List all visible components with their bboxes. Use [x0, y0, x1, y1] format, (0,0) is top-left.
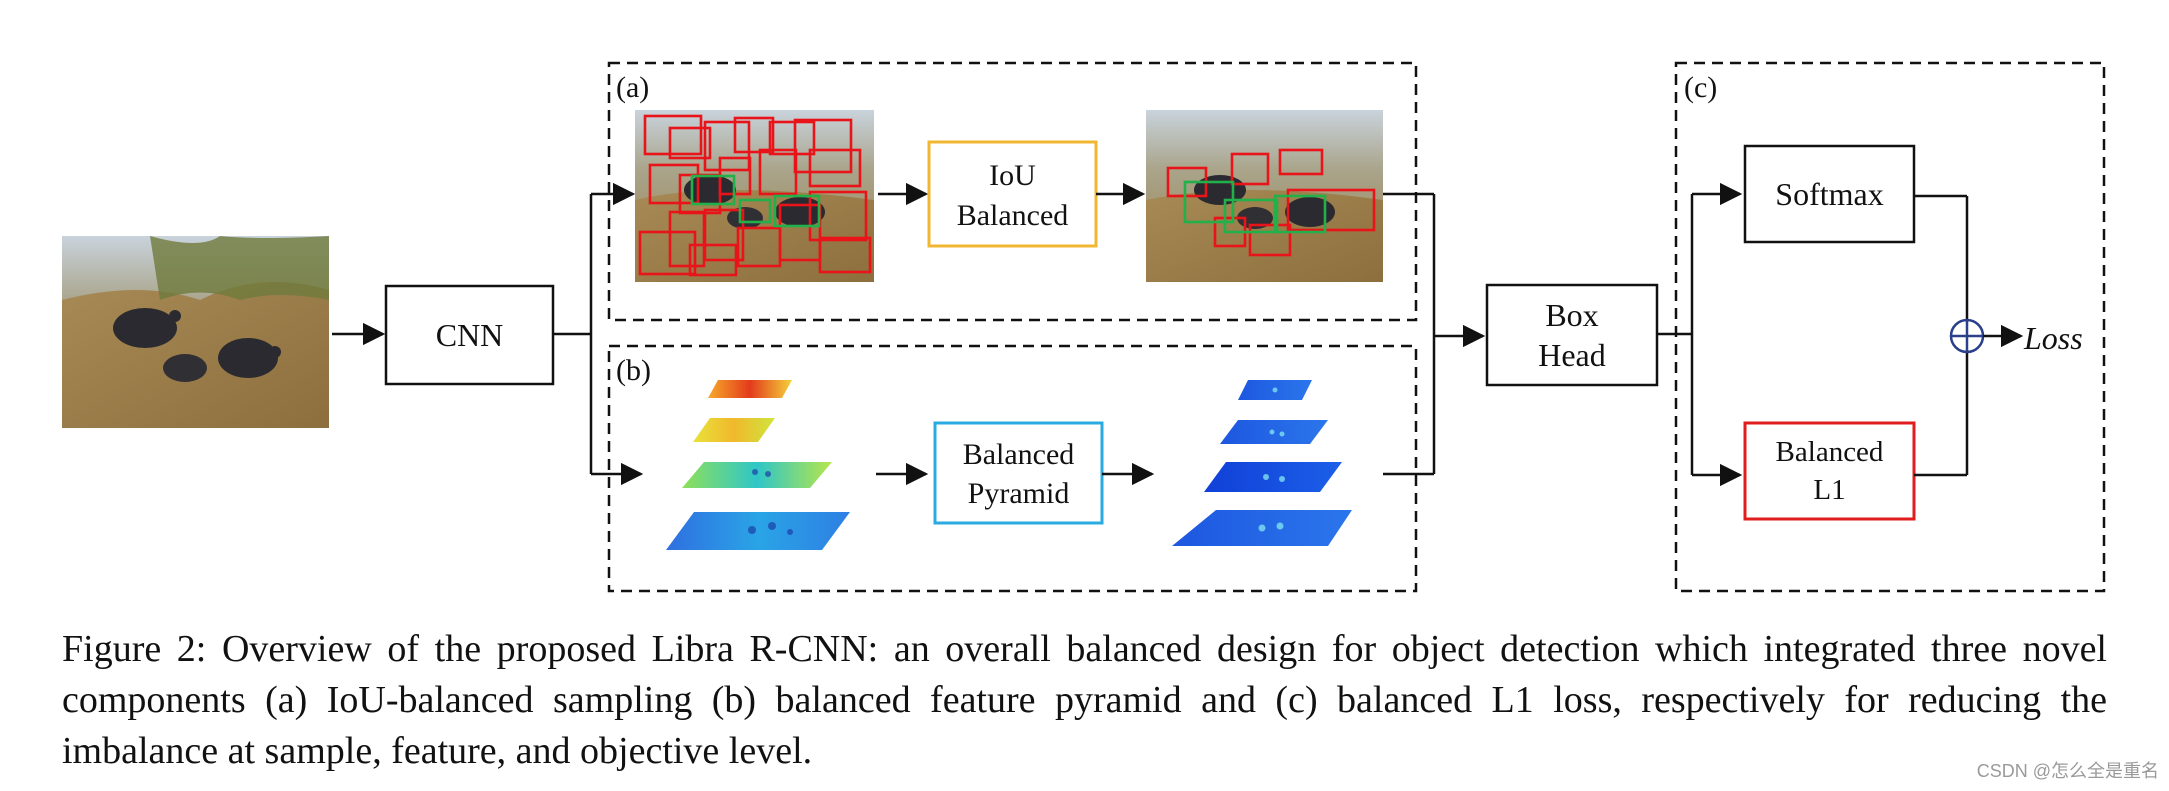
panel-a: (a)	[607, 61, 1418, 322]
iou-label-line1: IoU	[989, 159, 1036, 192]
loss-label: Loss	[2023, 320, 2083, 356]
iou-label-line2: Balanced	[957, 199, 1069, 232]
boxhead-split-connector	[1657, 182, 1743, 487]
l1-label-line2: L1	[1813, 474, 1845, 506]
sum-symbol-icon	[1949, 318, 1985, 354]
cnn-box: CNN	[384, 284, 555, 386]
figure-caption: Figure 2: Overview of the proposed Libra…	[62, 628, 2107, 772]
merge-connector	[1383, 192, 1486, 476]
loss-merge-connector	[1914, 194, 1969, 477]
input-image	[62, 236, 329, 428]
pyramid-label-line2: Pyramid	[968, 477, 1070, 510]
panel-c: (c) Softmax Balanced L1 Loss	[1674, 61, 2106, 593]
architecture-diagram: CNN (a)	[62, 61, 2106, 593]
panel-a-label: (a)	[616, 71, 649, 104]
cnn-split-connector	[553, 182, 644, 486]
balanced-l1-box: Balanced L1	[1743, 421, 1916, 521]
iou-balanced-box: IoU Balanced	[927, 140, 1098, 248]
boxhead-label-line2: Head	[1538, 337, 1606, 373]
panel-b: (b) Balanced Pyramid	[607, 344, 1418, 593]
cnn-label: CNN	[436, 317, 504, 353]
sampled-proposals-image	[1146, 110, 1383, 282]
watermark: CSDN @怎么全是重名	[1976, 761, 2159, 781]
feature-pyramid-input	[666, 380, 850, 550]
feature-pyramid-output	[1172, 380, 1352, 546]
pyramid-label-line1: Balanced	[963, 438, 1075, 471]
boxhead-label-line1: Box	[1545, 297, 1598, 333]
proposals-image	[635, 110, 874, 282]
softmax-box: Softmax	[1743, 144, 1916, 244]
panel-b-label: (b)	[616, 354, 651, 387]
panel-c-label: (c)	[1684, 71, 1717, 104]
box-head-box: Box Head	[1485, 283, 1659, 387]
softmax-label: Softmax	[1775, 176, 1883, 212]
l1-label-line1: Balanced	[1776, 436, 1884, 468]
balanced-pyramid-box: Balanced Pyramid	[933, 421, 1104, 525]
